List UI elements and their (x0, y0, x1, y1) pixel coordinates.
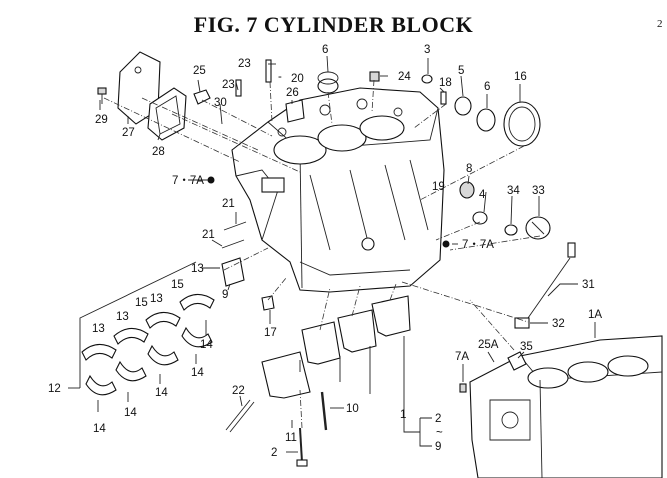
callout-30: 30 (214, 97, 227, 109)
callout-2b: 2 (435, 413, 441, 425)
assembly-centerlines (103, 79, 541, 429)
plug-6b (476, 108, 496, 132)
stud-23 (235, 59, 272, 97)
pin-9 (221, 257, 245, 287)
callout-15a: 15 (171, 279, 184, 291)
bolt-2 (296, 427, 308, 467)
callout-21a: 21 (222, 198, 235, 210)
dipstick-31 (527, 242, 576, 319)
callout-14a: 14 (93, 423, 106, 435)
bolt-7a (459, 383, 467, 393)
callout-25: 25 (193, 65, 206, 77)
dowel-21 (221, 221, 247, 249)
page-mark: 2 (657, 18, 663, 30)
callout-1: 1 (400, 409, 406, 421)
stud-22 (225, 399, 255, 433)
callout-3: 3 (424, 44, 430, 56)
callout-15b: 15 (135, 297, 148, 309)
callout-31: 31 (582, 279, 595, 291)
callout-10: 10 (346, 403, 359, 415)
plug-6a (317, 71, 339, 94)
marker-dot (207, 176, 215, 184)
plug-5 (454, 96, 472, 116)
callout-32: 32 (552, 318, 565, 330)
oring-34 (504, 224, 518, 236)
callout-7a: 7A (455, 351, 469, 363)
callout-33: 33 (532, 185, 545, 197)
oil-seal-16 (503, 101, 541, 147)
callout-14d: 14 (191, 367, 204, 379)
callout-11: 11 (285, 432, 297, 444)
callout-25a: 25A (478, 339, 499, 351)
main-bearings (81, 293, 215, 396)
callout-4: 4 (479, 189, 486, 201)
marker-dot (442, 240, 450, 248)
callout-13c: 13 (116, 311, 129, 323)
plug-3 (421, 74, 433, 84)
plug-24 (369, 71, 380, 82)
callout-12: 12 (48, 383, 61, 395)
pin-18 (440, 91, 447, 105)
callout-6b: 6 (484, 81, 490, 93)
callout-21b: 21 (202, 229, 215, 241)
callout-16: 16 (514, 71, 527, 83)
callout-7-7a-right: 7・7A (462, 239, 494, 251)
dowel-26 (285, 99, 305, 123)
callout-2a: 2 (271, 447, 277, 459)
callout-27: 27 (122, 127, 135, 139)
bearing-caps (261, 295, 411, 399)
fitting-25 (193, 89, 211, 105)
callout-23b: 23 (222, 79, 235, 91)
callout-29: 29 (95, 114, 108, 126)
callout-24: 24 (398, 71, 411, 83)
callout-26: 26 (286, 87, 299, 99)
bushing-8 (459, 181, 475, 199)
callout-13b: 13 (150, 293, 163, 305)
callout-7-7a-left: 7・7A (172, 175, 204, 187)
callout-13a: 13 (191, 263, 204, 275)
rod-10 (320, 391, 328, 431)
callout-14c: 14 (155, 387, 168, 399)
callout-9a: 9 (222, 289, 228, 301)
leader-lines (68, 55, 596, 453)
cylinder-block (231, 87, 445, 293)
callout-20: 20 (291, 73, 304, 85)
sensor-35 (507, 351, 527, 371)
callout-28: 28 (152, 146, 165, 158)
callout-1a: 1A (588, 309, 602, 321)
callout-8: 8 (466, 163, 472, 175)
callout-tilde: ~ (436, 427, 443, 439)
pin-17 (261, 295, 275, 311)
callout-22: 22 (232, 385, 245, 397)
callout-13d: 13 (92, 323, 105, 335)
callout-14e: 14 (200, 339, 213, 351)
callout-5: 5 (458, 65, 464, 77)
callout-14b: 14 (124, 407, 137, 419)
bolt-29 (97, 87, 107, 104)
callout-6a: 6 (322, 44, 328, 56)
callout-34: 34 (507, 185, 520, 197)
ring-4 (472, 211, 488, 225)
figure-title: FIG. 7 CYLINDER BLOCK (193, 12, 474, 37)
callout-labels: 29 27 28 25 30 23 23 - 20 26 6 24 3 18 5… (48, 44, 602, 459)
callout-17: 17 (264, 327, 277, 339)
switch-32 (514, 317, 530, 329)
cap-33 (525, 216, 551, 240)
callout-35: 35 (520, 341, 533, 353)
callout-19: 19 (432, 181, 445, 193)
callout-18: 18 (439, 77, 452, 89)
cylinder-block-1a (469, 335, 663, 478)
callout-23a: 23 (238, 58, 251, 70)
callout-20-dash: - (278, 71, 282, 83)
cover-plate-28 (147, 87, 187, 141)
callout-9b: 9 (435, 441, 441, 453)
